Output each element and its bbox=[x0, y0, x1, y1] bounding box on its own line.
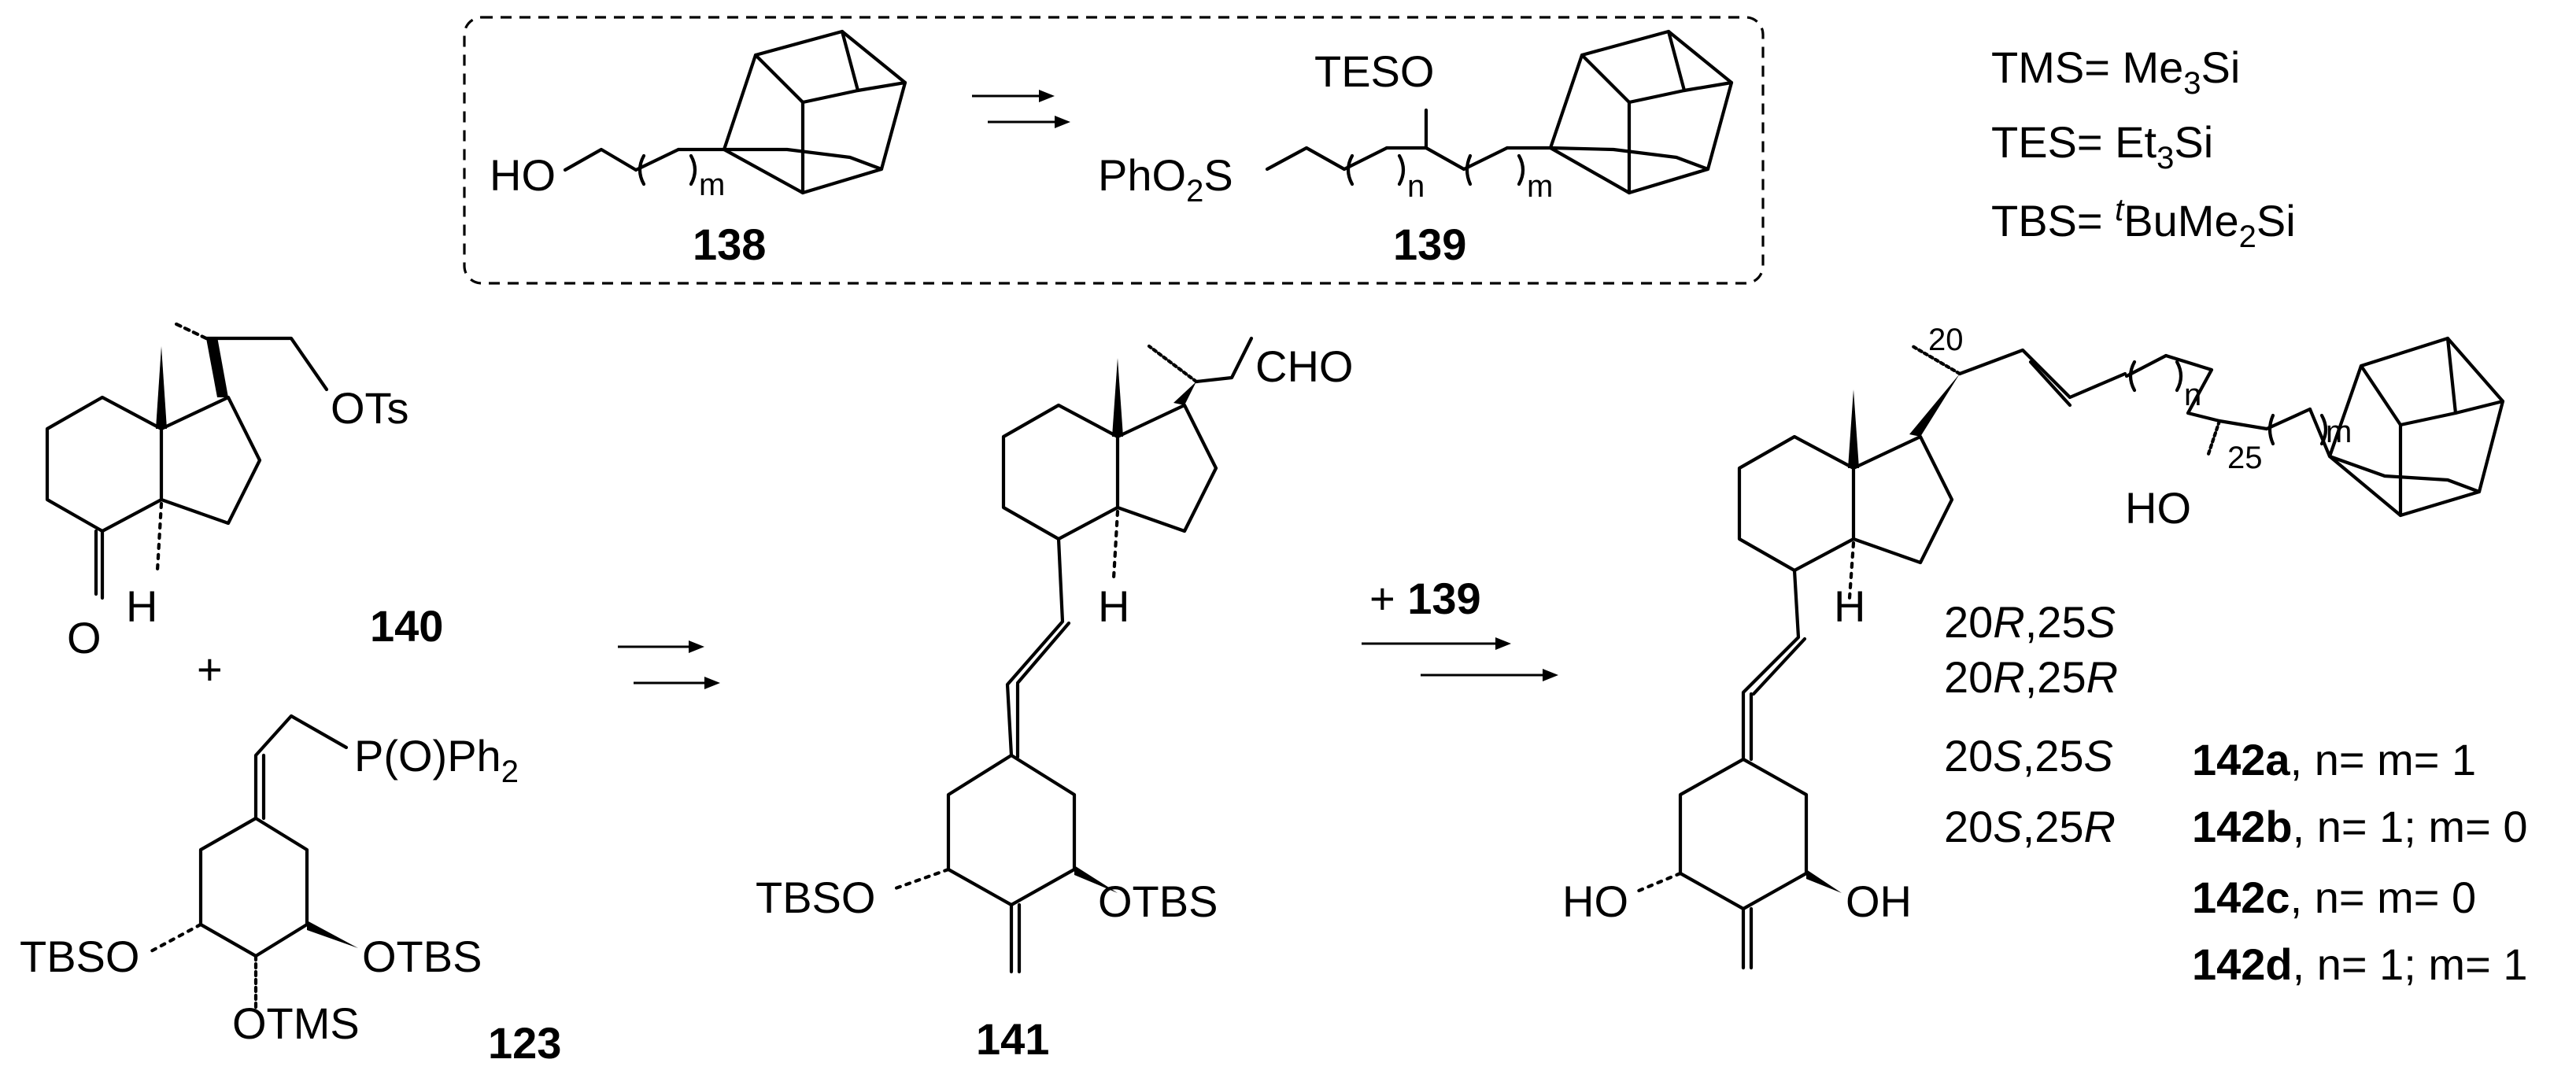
label-teso: TESO bbox=[1314, 46, 1434, 96]
product-142d: 142d, n= 1; m= 1 bbox=[2192, 939, 2527, 989]
label-tbso141: TBSO bbox=[756, 873, 875, 922]
dashed-box bbox=[463, 16, 1765, 285]
abbreviation-legend: TMS= Me3Si TES= Et3Si TBS= tBuMe2Si bbox=[1991, 42, 2296, 254]
product-142b: 142b, n= 1; m= 0 bbox=[2192, 802, 2527, 851]
compound-123: P(O)Ph2 TBSO OTBS OTMS bbox=[20, 714, 519, 1048]
arrow-138-139 bbox=[972, 90, 1070, 128]
label-otbs141: OTBS bbox=[1098, 877, 1218, 926]
label-pho2s: PhO2S bbox=[1098, 150, 1233, 209]
label-h: H bbox=[126, 581, 157, 631]
product-142c: 142c, n= m= 0 bbox=[2192, 873, 2476, 922]
label-o: O bbox=[67, 613, 102, 662]
products-list: 142a, n= m= 1 142b, n= 1; m= 0 142c, n= … bbox=[2192, 735, 2527, 989]
label-ots: OTs bbox=[331, 383, 409, 433]
product-142a: 142a, n= m= 1 bbox=[2192, 735, 2476, 784]
reagent-139-text: + 139 bbox=[1369, 574, 1481, 623]
plus-sign: + bbox=[197, 644, 223, 694]
svg-text:TBS= tBuMe2Si: TBS= tBuMe2Si bbox=[1991, 193, 2296, 254]
compound-139: PhO2S n TESO m bbox=[1098, 29, 1734, 209]
label-tbso: TBSO bbox=[20, 932, 139, 981]
svg-text:20S,25R: 20S,25R bbox=[1944, 802, 2116, 851]
compound-141: CHO H TBSO OTBS bbox=[756, 336, 1353, 974]
svg-text:TMS= Me3Si: TMS= Me3Si bbox=[1991, 42, 2240, 101]
compound-123-label: 123 bbox=[488, 1018, 561, 1068]
label-pos25: 25 bbox=[2227, 441, 2263, 475]
compound-140: OTs O H bbox=[45, 320, 409, 662]
label-ho142: HO bbox=[1562, 877, 1628, 926]
stereo-list: 20R,25S 20R,25R 20S,25S 20S,25R bbox=[1944, 597, 2118, 851]
label-h142: H bbox=[1834, 581, 1865, 631]
label-n142: n bbox=[2184, 378, 2201, 412]
compound-138: HO m bbox=[490, 29, 907, 202]
label-h141: H bbox=[1098, 581, 1129, 631]
svg-text:20R,25S: 20R,25S bbox=[1944, 597, 2116, 647]
compound-141-label: 141 bbox=[976, 1014, 1049, 1064]
svg-text:20R,25R: 20R,25R bbox=[1944, 652, 2118, 702]
compound-142: 20 n 25 HO m H HO OH bbox=[1562, 323, 2505, 970]
arrow-to-141 bbox=[618, 640, 720, 689]
label-oh142: OH bbox=[1846, 877, 1912, 926]
label-m2: m bbox=[1527, 169, 1553, 204]
compound-140-label: 140 bbox=[370, 601, 443, 651]
label-otms: OTMS bbox=[232, 998, 360, 1048]
label-cho: CHO bbox=[1255, 341, 1353, 391]
label-pos20: 20 bbox=[1928, 323, 1964, 357]
svg-text:20S,25S: 20S,25S bbox=[1944, 731, 2113, 781]
svg-text:TES= Et3Si: TES= Et3Si bbox=[1991, 117, 2213, 175]
label-n: n bbox=[1407, 169, 1425, 204]
compound-138-label: 138 bbox=[693, 220, 766, 269]
arrow-to-142: + 139 bbox=[1362, 574, 1558, 681]
compound-139-label: 139 bbox=[1393, 220, 1466, 269]
label-otbs: OTBS bbox=[362, 932, 482, 981]
label-ho-side: HO bbox=[2125, 483, 2191, 533]
label-pooph2: P(O)Ph2 bbox=[354, 731, 519, 789]
label-m: m bbox=[699, 168, 725, 202]
label-ho: HO bbox=[490, 150, 556, 200]
